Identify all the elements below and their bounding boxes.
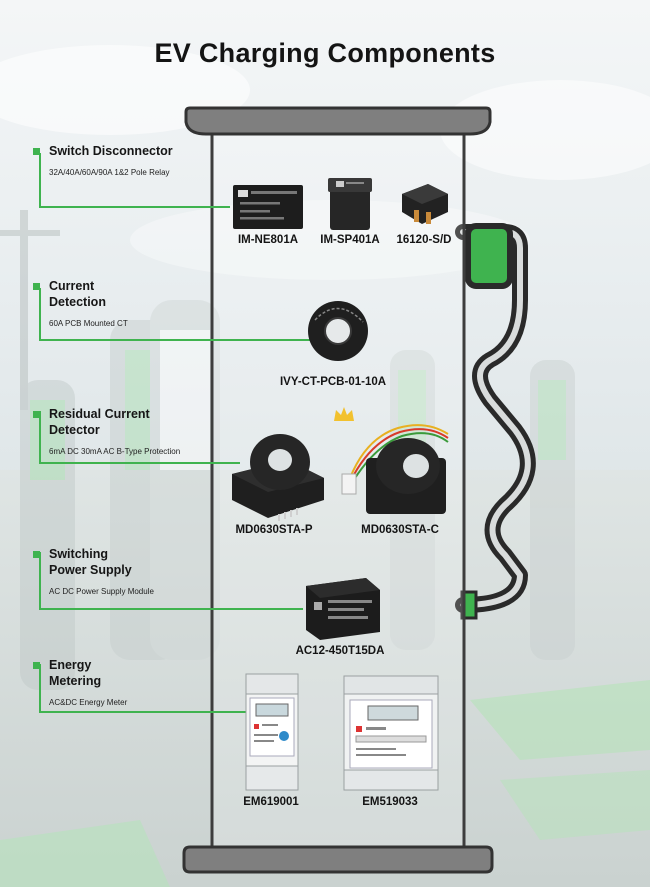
category-switching-power-supply: Switching Power Supply AC DC Power Suppl… [33, 546, 154, 596]
bullet-square-icon [33, 283, 40, 290]
category-switch-disconnector: Switch Disconnector 32A/40A/60A/90A 1&2 … [33, 143, 199, 177]
connector-line-switch [39, 153, 230, 208]
product-label: IM-SP401A [320, 234, 380, 246]
relay-16120-sd-image [402, 184, 448, 224]
connector-line-metering [39, 664, 260, 713]
crown-icon [334, 407, 354, 421]
product-label: IM-NE801A [237, 234, 299, 246]
category-name: Switch Disconnector [49, 144, 173, 158]
relay-im-sp401a-image [328, 178, 372, 230]
page-title: EV Charging Components [154, 38, 496, 68]
category-desc: 32A/40A/60A/90A 1&2 Pole Relay [49, 168, 170, 177]
category-name: Energy Metering [49, 658, 102, 688]
product-label: EM619001 [243, 796, 299, 808]
category-name: Current Detection [49, 279, 106, 309]
category-desc: 60A PCB Mounted CT [49, 319, 128, 328]
product-label: MD0630STA-C [361, 524, 439, 536]
category-name: Residual Current Detector [49, 407, 150, 437]
category-name: Switching Power Supply [49, 547, 132, 577]
product-label: 16120-S/D [396, 234, 452, 246]
connector-line-current [39, 288, 313, 341]
energy-meter-em619001-image [245, 673, 299, 791]
category-current-detection: Current Detection 60A PCB Mounted CT [33, 278, 129, 328]
power-supply-module-image [306, 578, 380, 640]
plug-icon [465, 223, 513, 289]
category-desc: AC DC Power Supply Module [49, 587, 154, 596]
product-label: MD0630STA-P [235, 524, 313, 536]
category-desc: 6mA DC 30mA AC B-Type Protection [49, 447, 181, 456]
category-energy-metering: Energy Metering AC&DC Energy Meter [33, 657, 127, 707]
category-residual-current-detector: Residual Current Detector 6mA DC 30mA AC… [33, 406, 180, 456]
residual-detector-c-image [341, 424, 449, 514]
bullet-square-icon [33, 411, 40, 418]
product-label: IVY-CT-PCB-01-10A [279, 376, 387, 388]
energy-meter-em519033-image [343, 675, 439, 791]
relay-im-ne801a-image [233, 185, 303, 229]
product-label: AC12-450T15DA [295, 645, 385, 657]
bullet-square-icon [33, 551, 40, 558]
category-desc: AC&DC Energy Meter [49, 698, 128, 707]
product-label: EM519033 [362, 796, 418, 808]
current-transformer-image [308, 301, 368, 361]
connector-line-residual [39, 411, 240, 464]
residual-detector-p-image [232, 434, 324, 521]
bullet-square-icon [33, 662, 40, 669]
connector-line-power [39, 552, 303, 610]
bullet-square-icon [33, 148, 40, 155]
